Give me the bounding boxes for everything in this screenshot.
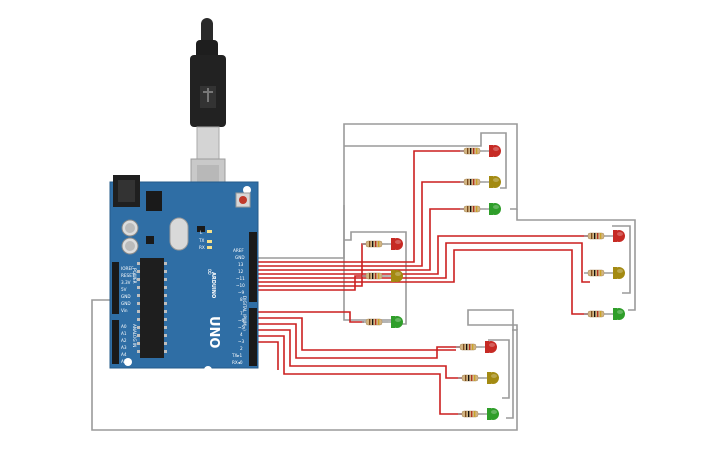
resistor-icon[interactable]	[460, 205, 486, 213]
pin-6: ~6	[238, 318, 245, 323]
digital-header-top	[249, 232, 257, 302]
usb-cable	[190, 18, 226, 210]
pin-a5: A5	[121, 359, 127, 364]
power-section-label: POWER	[132, 268, 137, 284]
analog-header	[112, 320, 119, 364]
resistor-icon[interactable]	[584, 310, 610, 318]
atmega-chip	[140, 258, 164, 358]
pin-gnd-3: GND	[235, 255, 245, 260]
traffic-light-components	[362, 145, 625, 420]
resistor-icon[interactable]	[458, 374, 484, 382]
pin-10: ~10	[236, 283, 245, 288]
resistor-icon[interactable]	[456, 343, 482, 351]
led-yellow-west[interactable]	[388, 270, 403, 282]
infinity-logo-icon: ∞	[204, 268, 214, 276]
signal-wires	[258, 150, 590, 415]
pin-12: 12	[238, 269, 244, 274]
pin-tx1: TX▸1	[231, 353, 243, 358]
pin-13: 13	[238, 262, 244, 267]
led-yellow-north[interactable]	[486, 176, 501, 188]
led-red-south[interactable]	[482, 341, 497, 353]
power-header	[112, 262, 119, 314]
digital-section-label: DIGITAL (PWM~)	[242, 296, 247, 331]
led-label-rx: RX	[199, 245, 205, 250]
pin-a1: A1	[121, 331, 127, 336]
pin-5v: 5V	[121, 287, 127, 292]
resistor-icon[interactable]	[458, 410, 484, 418]
analog-section-label: ANALOG IN	[132, 324, 137, 347]
resistor-icon[interactable]	[460, 178, 486, 186]
pin-a0: A0	[121, 324, 127, 329]
pin-7: 7	[240, 311, 243, 316]
led-red-north[interactable]	[486, 145, 501, 157]
resistor-icon[interactable]	[584, 232, 610, 240]
led-red-east[interactable]	[610, 230, 625, 242]
pin-vin: Vin	[121, 308, 128, 313]
pin-a3: A3	[121, 345, 127, 350]
pin-a2: A2	[121, 338, 127, 343]
led-green-south[interactable]	[484, 408, 499, 420]
pin-a4: A4	[121, 352, 127, 357]
pin-gnd-1: GND	[121, 294, 131, 299]
digital-header-bottom	[249, 308, 257, 366]
led-yellow-south[interactable]	[484, 372, 499, 384]
pin-5: ~5	[238, 325, 245, 330]
pin-rx0: RX◂0	[232, 360, 243, 365]
pin-11: ~11	[236, 276, 245, 281]
model-label: UNO	[206, 316, 221, 349]
pin-4: 4	[240, 332, 243, 337]
pin-aref: AREF	[233, 248, 244, 253]
led-green-west[interactable]	[388, 316, 403, 328]
led-label-tx: TX	[198, 238, 205, 243]
pin-ioref: IOREF	[121, 266, 134, 271]
pin-3v3: 3.3V	[121, 280, 131, 285]
pin-reset: RESET	[121, 273, 135, 278]
resistor-icon[interactable]	[362, 272, 388, 280]
brand-label: ARDUINO	[210, 272, 216, 298]
pin-2: 2	[240, 346, 243, 351]
resistor-icon[interactable]	[584, 269, 610, 277]
resistor-icon[interactable]	[460, 147, 486, 155]
led-red-west[interactable]	[388, 238, 403, 250]
arduino-uno-board[interactable]: L TX RX ARDUINO ∞ UNO IO	[109, 175, 259, 374]
pin-8: 8	[240, 297, 243, 302]
pin-gnd-2: GND	[121, 301, 131, 306]
led-green-east[interactable]	[610, 308, 625, 320]
resistor-icon[interactable]	[362, 318, 388, 326]
resistor-icon[interactable]	[362, 240, 388, 248]
led-yellow-east[interactable]	[610, 267, 625, 279]
pin-9: ~9	[238, 290, 245, 295]
led-green-north[interactable]	[486, 203, 501, 215]
led-label-l: L	[200, 230, 203, 235]
pin-3: ~3	[238, 339, 245, 344]
